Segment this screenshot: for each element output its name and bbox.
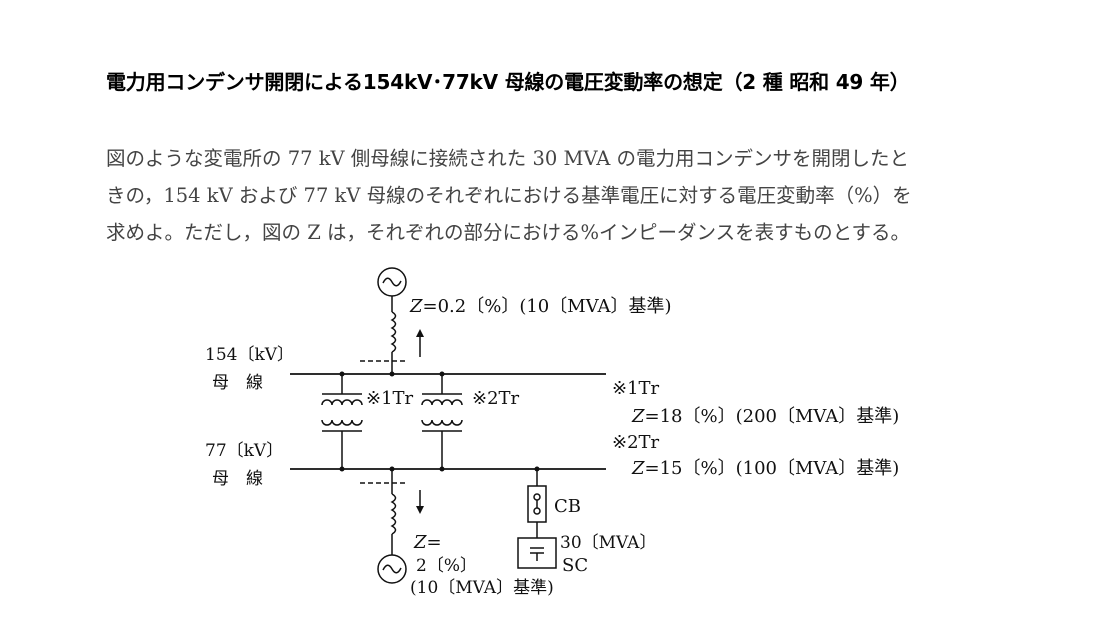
- note-tr1-title: ※1Tr: [612, 378, 660, 399]
- top-generator-icon: [377, 267, 407, 297]
- bus154-label: 154〔kV〕: [205, 345, 294, 365]
- problem-line: きの，154 kV および 77 kV 母線のそれぞれにおける基準電圧に対する電…: [106, 184, 912, 207]
- note-tr2-title: ※2Tr: [612, 432, 660, 453]
- transformer-1-icon: [321, 374, 363, 469]
- bottom-source-value: 2〔%〕: [416, 556, 477, 576]
- sc-rating-label: 30〔MVA〕: [560, 533, 656, 553]
- tr2-label: ※2Tr: [472, 388, 520, 409]
- page-title: 電力用コンデンサ開閉による154kV･77kV 母線の電圧変動率の想定（2 種 …: [106, 70, 910, 94]
- note-tr2-impedance: Z=15〔%〕(100〔MVA〕基準): [631, 458, 899, 479]
- circuit-breaker-icon: [527, 485, 547, 523]
- capacitor-icon: [517, 537, 557, 569]
- problem-statement: 図のような変電所の 77 kV 側母線に接続された 30 MVA の電力用コンデ…: [106, 140, 1036, 251]
- tr1-label: ※1Tr: [366, 388, 414, 409]
- problem-line: 図のような変電所の 77 kV 側母線に接続された 30 MVA の電力用コンデ…: [106, 147, 910, 170]
- top-source-impedance-label: Z=0.2〔%〕(10〔MVA〕基準): [409, 296, 671, 317]
- bus77-label: 77〔kV〕: [205, 441, 283, 461]
- bottom-impedance-coil-icon: [390, 493, 397, 535]
- cb-label: CB: [554, 496, 581, 517]
- bus77-label-suffix: 母 線: [212, 469, 263, 489]
- note-tr1-impedance: Z=18〔%〕(200〔MVA〕基準): [631, 406, 899, 427]
- problem-line: 求めよ。ただし，図の Z は，それぞれの部分における%インピーダンスを表すものと…: [106, 221, 911, 244]
- top-impedance-coil-icon: [390, 311, 397, 353]
- transformer-2-icon: [421, 374, 463, 469]
- sc-label: SC: [562, 555, 588, 576]
- bus154-label-suffix: 母 線: [212, 373, 263, 393]
- bottom-source-base: (10〔MVA〕基準): [410, 578, 554, 598]
- bottom-generator-icon: [377, 554, 407, 584]
- bottom-source-z-label: Z=: [413, 532, 442, 553]
